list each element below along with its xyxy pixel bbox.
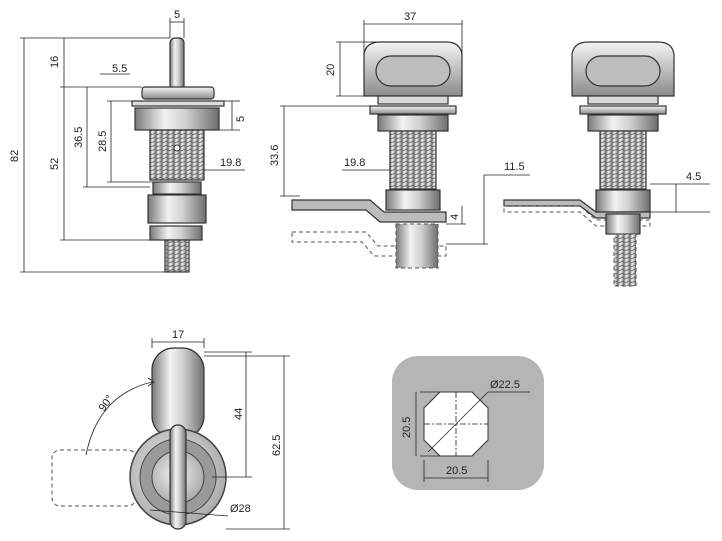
dim-cam-thickness: 4 bbox=[449, 214, 461, 220]
dim-flange-diameter: Ø28 bbox=[230, 503, 251, 515]
dimension-lines-view-1 bbox=[20, 18, 245, 273]
dimension-lines-view-4 bbox=[149, 338, 290, 530]
dim-handle-height: 16 bbox=[49, 56, 61, 68]
dim-cam-width: 17 bbox=[172, 329, 184, 341]
side-view-wing-knob-rotated bbox=[503, 41, 675, 287]
dim-cam-length: 44 bbox=[233, 408, 245, 420]
dimension-lines-view-3 bbox=[650, 183, 710, 213]
dim-cutout-width: 20.5 bbox=[446, 465, 467, 477]
dim-thread-diameter: 19.8 bbox=[220, 157, 241, 169]
dim-rotation-angle: 90° bbox=[97, 393, 116, 414]
dim-overall-length: 82 bbox=[9, 150, 21, 162]
dim-body-length: 52 bbox=[49, 158, 61, 170]
dim-nut-thickness: 5 bbox=[235, 116, 247, 122]
side-view-t-handle bbox=[131, 37, 225, 273]
side-view-wing-knob bbox=[291, 41, 463, 269]
dim-cam-offset-small: 4.5 bbox=[686, 171, 701, 183]
dim-cam-step: 11.5 bbox=[504, 161, 525, 173]
dim-thread-length-inner: 28.5 bbox=[97, 131, 109, 152]
dim-cutout-height: 20.5 bbox=[401, 417, 413, 438]
dim-cam-offset: 33.6 bbox=[269, 145, 281, 166]
dim-flange-gap: 5.5 bbox=[112, 63, 127, 75]
dim-handle-width: 5 bbox=[174, 9, 180, 21]
panel-cutout-view bbox=[392, 356, 544, 490]
front-view bbox=[51, 347, 227, 530]
dimension-lines-view-2 bbox=[280, 20, 530, 245]
dim-cam-reach: 62.5 bbox=[271, 435, 283, 456]
dim-thread-diameter-2: 19.8 bbox=[344, 157, 365, 169]
dim-cutout-diameter: Ø22.5 bbox=[490, 379, 520, 391]
dim-thread-length-outer: 36.5 bbox=[73, 127, 85, 148]
dim-knob-width: 37 bbox=[404, 11, 416, 23]
dim-knob-height: 20 bbox=[325, 64, 337, 76]
